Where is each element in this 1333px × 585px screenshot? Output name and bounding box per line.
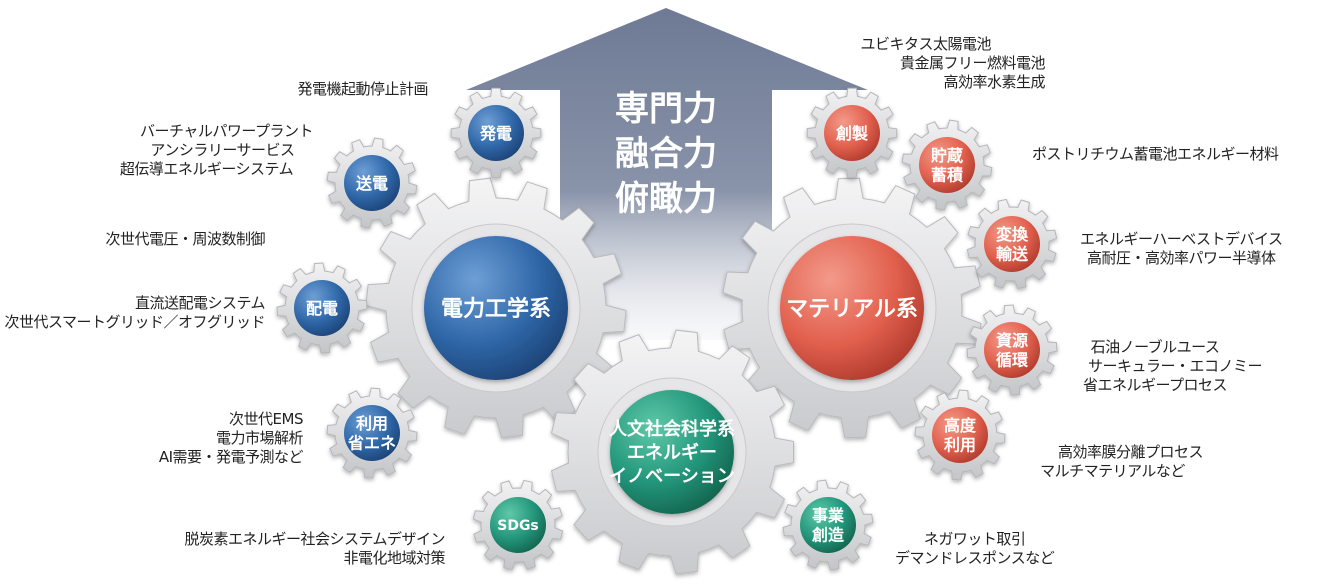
label-jisedai: 次世代電圧・周波数制御 (105, 230, 265, 249)
arrow-line-2: 融合力 (615, 134, 717, 174)
label-sousei: ユビキタス太陽電池 貴金属フリー燃料電池 高効率水素生成 (860, 35, 1045, 92)
node-circle (919, 137, 975, 193)
node-soden: 送電 (326, 137, 418, 229)
hub-label: 人文社会科学系 (609, 418, 735, 440)
node-sdgs: SDGs (472, 479, 564, 571)
node-sousei: 創製 (806, 87, 898, 179)
label-chozou: ポストリチウム蓄電池エネルギー材料 (1032, 145, 1279, 164)
node-label: 送電 (355, 174, 388, 193)
label-line: 非電化地域対策 (343, 549, 445, 567)
node-label: 循環 (996, 350, 1029, 369)
node-label: 創製 (835, 124, 868, 143)
hub-circle (424, 236, 568, 380)
hub-circle (610, 390, 734, 514)
node-circle (294, 280, 350, 336)
label-line: 省エネルギープロセス (1082, 376, 1228, 394)
node-circle (344, 155, 400, 211)
node-circle (344, 405, 400, 461)
node-hatsuden: 発電 (450, 87, 542, 179)
arrow-text: 専門力 融合力 俯瞰力 (615, 89, 717, 219)
label-shigen: 石油ノーブルユース サーキュラー・エコノミー 省エネルギープロセス (1076, 338, 1263, 395)
node-label: 変換 (996, 225, 1029, 244)
label-line: ポストリチウム蓄電池エネルギー材料 (1032, 145, 1279, 163)
hub-circle (780, 236, 924, 380)
label-soden: バーチャルパワープラント アンシラリーサービス 超伝導エネルギーシステム (100, 122, 314, 179)
label-henkan: エネルギーハーベストデバイス 高耐圧・高効率パワー半導体 (1080, 230, 1283, 268)
node-label: 発電 (479, 124, 512, 143)
label-jigyou: ネガワット取引 デマンドレスポンスなど (895, 530, 1055, 568)
label-line: エネルギーハーベストデバイス (1080, 230, 1283, 248)
label-line: マルチマテリアルなど (1040, 462, 1185, 480)
label-line: 石油ノーブルユース (1090, 338, 1220, 356)
label-line: AI需要・発電予測など (158, 448, 304, 466)
node-circle (984, 322, 1040, 378)
label-line: 発電機起動停止計画 (297, 80, 428, 98)
label-line: サーキュラー・エコノミー (1088, 357, 1263, 375)
node-circle (800, 497, 856, 553)
label-line: ユビキタス太陽電池 (860, 35, 991, 53)
hub-label: 電力工学系 (441, 296, 551, 322)
label-line: 貴金属フリー燃料電池 (899, 54, 1046, 72)
node-circle (468, 105, 524, 161)
label-riyou: 次世代EMS 電力市場解析 AI需要・発電予測など (158, 410, 304, 467)
node-label: 蓄積 (931, 165, 964, 184)
label-line: 超伝導エネルギーシステム (119, 160, 294, 178)
label-line: 脱炭素エネルギー社会システムデザイン (184, 530, 445, 548)
node-label: SDGs (497, 518, 539, 534)
label-line: 高効率水素生成 (943, 73, 1045, 91)
node-label: 資源 (996, 331, 1028, 350)
label-sdgs: 脱炭素エネルギー社会システムデザイン 非電化地域対策 (184, 530, 445, 568)
hub-label: イノベーション (609, 466, 735, 487)
node-circle (490, 497, 546, 553)
hub-power: 電力工学系 (424, 236, 568, 380)
label-line: デマンドレスポンスなど (895, 549, 1055, 567)
label-line: 直流送配電システム (134, 294, 266, 312)
label-line: 次世代EMS (229, 410, 303, 428)
label-koudo: 高効率膜分離プロセス マルチマテリアルなど (1022, 443, 1203, 481)
node-haiden: 配電 (276, 262, 368, 354)
label-line: 高効率膜分離プロセス (1058, 443, 1204, 461)
label-line: 電力市場解析 (215, 429, 304, 447)
arrow-line-1: 専門力 (615, 89, 717, 129)
label-line: バーチャルパワープラント (140, 122, 313, 140)
hub-label: エネルギー (627, 442, 717, 463)
node-label: 利用 (356, 414, 388, 433)
hub-label: マテリアル系 (786, 297, 918, 322)
label-hatsuden: 発電機起動停止計画 (297, 80, 428, 99)
hub-material: マテリアル系 (780, 236, 924, 380)
node-circle (824, 105, 880, 161)
node-label: 配電 (306, 299, 338, 318)
node-circle (984, 216, 1040, 272)
node-label: 貯蔵 (931, 146, 963, 165)
node-label: 事業 (812, 506, 845, 525)
node-label: 高度 (944, 416, 977, 435)
label-line: 高耐圧・高効率パワー半導体 (1087, 249, 1276, 267)
node-label: 創造 (811, 525, 845, 544)
label-haiden: 直流送配電システム 次世代スマートグリッド／オフグリッド (4, 294, 265, 332)
node-circle (932, 407, 988, 463)
label-line: アンシラリーサービス (150, 141, 295, 159)
label-line: 次世代電圧・周波数制御 (105, 230, 265, 248)
node-label: 利用 (944, 435, 976, 454)
label-line: 次世代スマートグリッド／オフグリッド (4, 313, 265, 331)
node-label: 輸送 (996, 244, 1029, 263)
label-line: ネガワット取引 (923, 530, 1026, 548)
node-label: 省エネ (347, 433, 396, 452)
arrow-line-3: 俯瞰力 (615, 179, 717, 219)
